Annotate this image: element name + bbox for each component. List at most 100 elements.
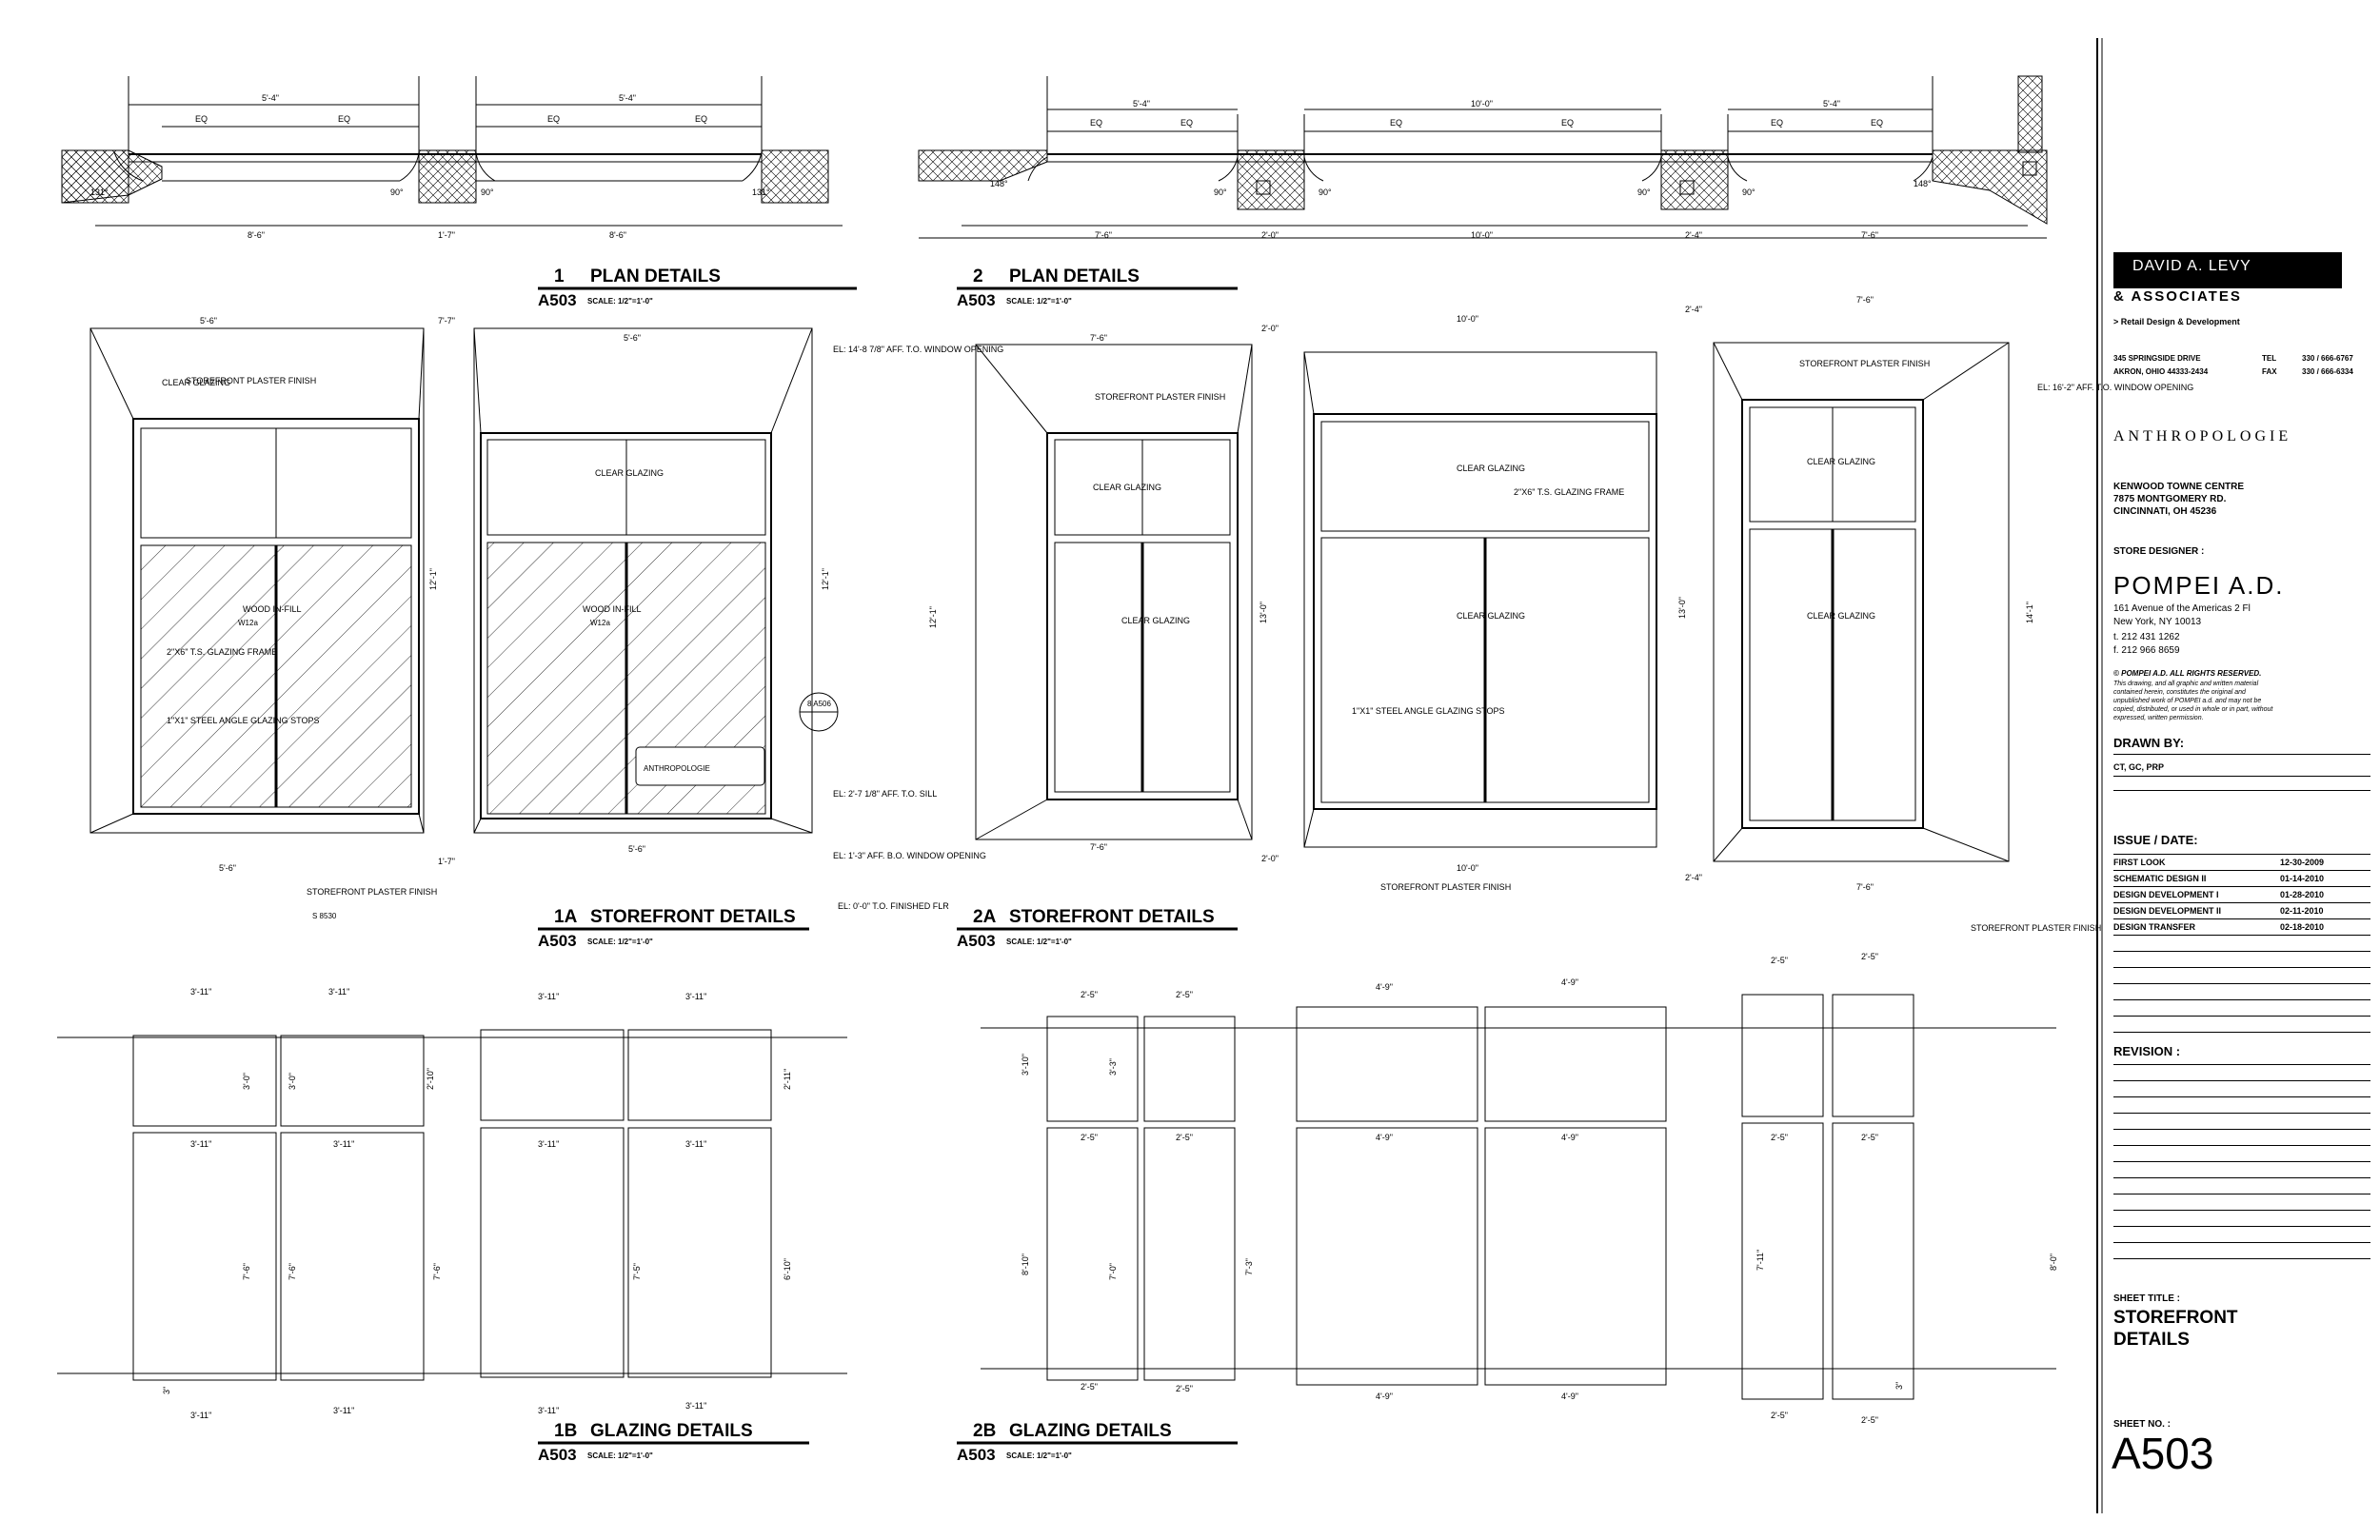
- dim: 5'-6": [624, 333, 641, 343]
- view-scale: SCALE: 1/2"=1'-0": [1006, 938, 1072, 946]
- view-title: PLAN DETAILS: [1009, 267, 1140, 286]
- dim: 7'-6": [1095, 230, 1112, 240]
- dim: 3'-10": [1021, 1054, 1030, 1076]
- dim: 7'-6": [1856, 295, 1874, 305]
- dim: 3'-11": [538, 1139, 559, 1149]
- designer-label: STORE DESIGNER :: [2113, 546, 2205, 557]
- dim: 10'-0": [1471, 230, 1493, 240]
- sheet-title-2: DETAILS: [2113, 1330, 2190, 1350]
- copyright-body: This drawing, and all graphic and writte…: [2113, 681, 2273, 721]
- view-title: STOREFRONT DETAILS: [1009, 907, 1215, 927]
- dim: 2'-11": [783, 1069, 792, 1090]
- sheet-no-label: SHEET NO. :: [2113, 1419, 2172, 1430]
- elevation-top: EL: 14'-8 7/8" AFF. T.O. WINDOW OPENING: [833, 345, 1003, 354]
- dim: 2'-4": [1685, 230, 1702, 240]
- storefront-1a: [89, 327, 839, 834]
- view-title: PLAN DETAILS: [590, 267, 721, 286]
- angle: 131°: [752, 188, 770, 197]
- dim: 5'-4": [619, 93, 636, 103]
- elevation-sill: EL: 2'-7 1/8" AFF. T.O. SILL: [833, 789, 937, 799]
- angle: 148°: [990, 179, 1008, 188]
- dim: 3'-11": [538, 992, 559, 1001]
- dim: 8'-10": [1021, 1254, 1030, 1275]
- plaster-note-3: STOREFRONT PLASTER FINISH: [1095, 392, 1225, 402]
- dim: 4'-9": [1376, 1392, 1393, 1401]
- dim: 7'-11": [1755, 1250, 1765, 1271]
- steel-angle-note: 1"X1" STEEL ANGLE GLAZING STOPS: [1352, 706, 1504, 716]
- dim: 8'-6": [609, 230, 626, 240]
- clear-glazing-note: CLEAR GLAZING: [162, 378, 230, 387]
- dim: 2'-5": [1771, 1133, 1788, 1142]
- dim: 2'-5": [1861, 1133, 1878, 1142]
- issue-name: FIRST LOOK: [2113, 858, 2166, 867]
- dim: 8'-0": [2049, 1254, 2058, 1271]
- title-block: DAVID A. LEVY & ASSOCIATES > Retail Desi…: [2102, 38, 2380, 1513]
- designer-address-1: 161 Avenue of the Americas 2 Fl: [2113, 603, 2251, 614]
- view-number: 2: [973, 267, 983, 286]
- elevation-bo: EL: 1'-3" AFF. B.O. WINDOW OPENING: [833, 851, 986, 860]
- clear-glazing-note: CLEAR GLAZING: [1093, 483, 1161, 492]
- dim: 3'-11": [333, 1139, 354, 1149]
- dim: 3'-11": [190, 1139, 211, 1149]
- dim: 1'-7": [438, 230, 455, 240]
- view-sheet-ref: A503: [538, 1446, 577, 1464]
- project-line-3: CINCINNATI, OH 45236: [2113, 506, 2217, 517]
- client-name: ANTHROPOLOGIE: [2113, 428, 2292, 444]
- view-sheet-ref: A503: [957, 1446, 996, 1464]
- issue-date: 01-28-2010: [2280, 890, 2325, 899]
- dim: 2'-5": [1081, 990, 1098, 999]
- firm-tel-label: TEL: [2262, 354, 2277, 363]
- view-scale: SCALE: 1/2"=1'-0": [1006, 1451, 1072, 1460]
- glazing-2b-dims: 2'-5"2'-5"4'-9"4'-9"2'-5"2'-5"2'-5"2'-5"…: [1021, 952, 2058, 1425]
- issue-label: ISSUE / DATE:: [2113, 833, 2198, 847]
- tag-w12a: W12a: [238, 619, 258, 627]
- view-title: GLAZING DETAILS: [1009, 1421, 1172, 1441]
- dim: 2'-5": [1176, 1384, 1193, 1393]
- clear-glazing-note: CLEAR GLAZING: [1457, 611, 1525, 621]
- clear-glazing-note: CLEAR GLAZING: [1807, 457, 1875, 466]
- designer-fax: f. 212 966 8659: [2113, 645, 2180, 656]
- glazing-1b: [57, 1029, 847, 1381]
- view-scale: SCALE: 1/2"=1'-0": [1006, 297, 1072, 306]
- dim: 7'-6": [1861, 230, 1878, 240]
- dim: 1'-7": [438, 857, 455, 866]
- clear-glazing-note: CLEAR GLAZING: [1807, 611, 1875, 621]
- dim: EQ: [195, 114, 208, 124]
- plaster-note-2: STOREFRONT PLASTER FINISH: [307, 887, 437, 897]
- dim: EQ: [1561, 118, 1574, 128]
- dim: EQ: [1390, 118, 1402, 128]
- wood-infill-note: WOOD IN-FILL: [243, 604, 302, 614]
- dim: 3": [1894, 1382, 1904, 1390]
- dim: 3'-11": [333, 1406, 354, 1415]
- dim: 3'-11": [685, 1139, 706, 1149]
- dim: EQ: [1180, 118, 1193, 128]
- designer-address-2: New York, NY 10013: [2113, 617, 2202, 627]
- copyright-head: © POMPEI A.D. ALL RIGHTS RESERVED.: [2113, 669, 2262, 678]
- issue-name: DESIGN DEVELOPMENT I: [2113, 890, 2219, 899]
- dim: 7'-6": [1856, 882, 1874, 892]
- dim: 2'-5": [1771, 956, 1788, 965]
- dim: 7'-6": [1090, 333, 1107, 343]
- glazing-frame-note: 2"X6" T.S. GLAZING FRAME: [1514, 487, 1624, 497]
- dim: 2'-5": [1861, 1415, 1878, 1425]
- firm-fax-label: FAX: [2262, 367, 2277, 376]
- plaster-note-6: STOREFRONT PLASTER FINISH: [1971, 923, 2101, 933]
- glazing-1b-dims: 3'-11"3'-11"3'-11"3'-11"3'-11"3'-11"3'-1…: [162, 987, 792, 1420]
- dim: 13'-0": [1677, 597, 1687, 619]
- dim: 7'-5": [632, 1263, 642, 1280]
- dim: 12'-1": [821, 568, 830, 590]
- sheet-title-1: STOREFRONT: [2113, 1308, 2238, 1328]
- dim: 2'-4": [1685, 305, 1702, 314]
- issue-name: SCHEMATIC DESIGN II: [2113, 874, 2207, 883]
- dim: 8'-6": [248, 230, 265, 240]
- dim: 2'-5": [1176, 1133, 1193, 1142]
- view-title: GLAZING DETAILS: [590, 1421, 753, 1441]
- dim: 2'-5": [1176, 990, 1193, 999]
- view-number: 1A: [554, 907, 578, 927]
